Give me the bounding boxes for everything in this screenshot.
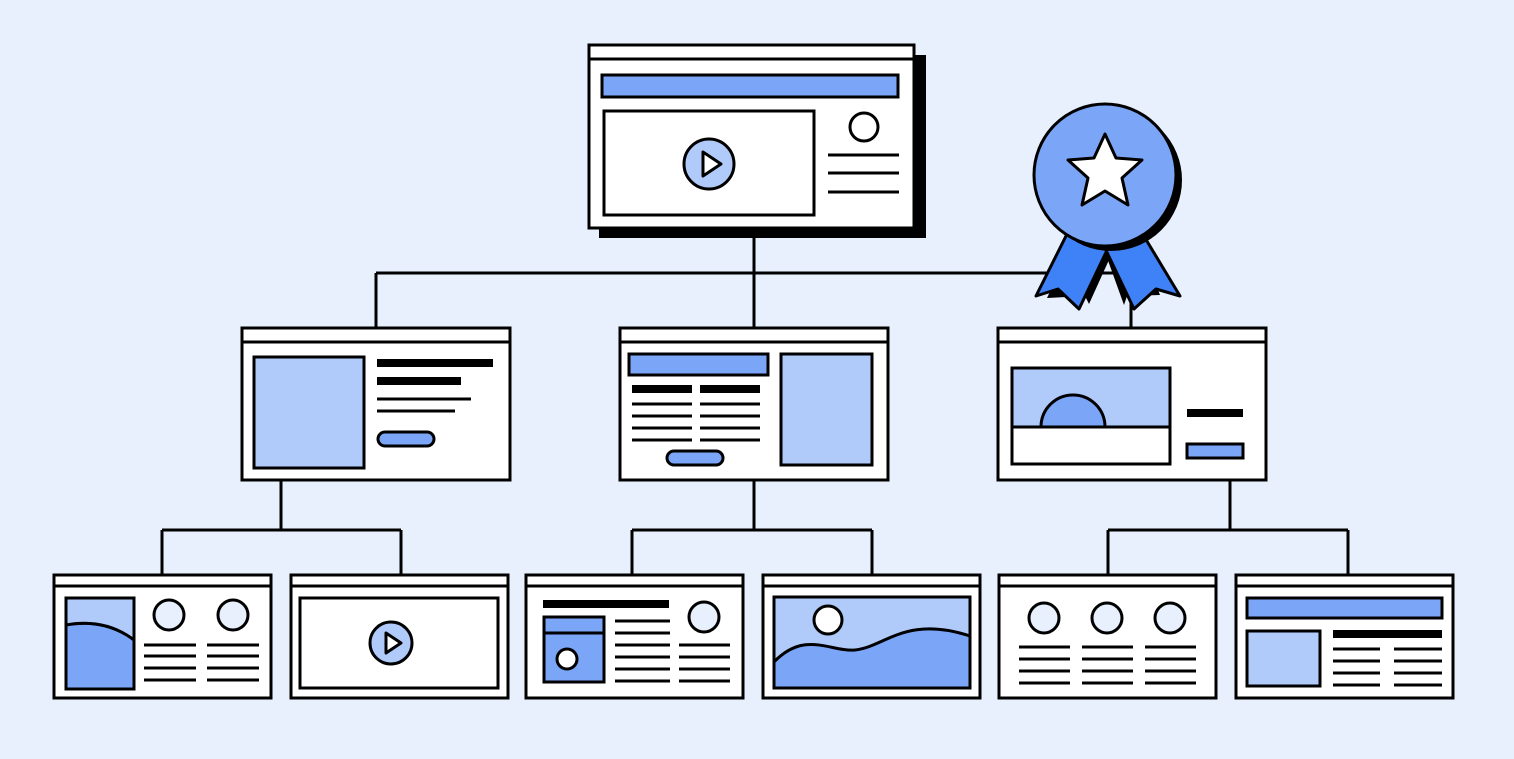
category-page-wireframe bbox=[618, 326, 890, 482]
subpage-wireframe bbox=[524, 573, 745, 700]
avatar-circle bbox=[1153, 601, 1187, 635]
banner-bar bbox=[627, 352, 770, 377]
home-page-wireframe bbox=[587, 43, 926, 238]
avatar-circle bbox=[687, 600, 721, 634]
subpage-wireframe bbox=[52, 573, 273, 700]
star-icon bbox=[1066, 132, 1144, 207]
play-icon bbox=[701, 150, 723, 178]
wave-shape bbox=[775, 628, 969, 687]
subpage-wireframe bbox=[997, 573, 1218, 700]
avatar-circle bbox=[216, 598, 250, 632]
subpage-wireframe bbox=[1234, 573, 1455, 700]
avatar-circle bbox=[848, 111, 880, 143]
hill-line bbox=[65, 621, 135, 642]
banner-bar bbox=[600, 73, 900, 99]
image-block bbox=[779, 352, 874, 467]
image-block bbox=[252, 355, 366, 470]
cta-block bbox=[1185, 442, 1245, 460]
image-block bbox=[1245, 629, 1322, 688]
cta-pill bbox=[376, 430, 436, 448]
sun-circle bbox=[812, 604, 844, 636]
heading-bar bbox=[632, 385, 692, 393]
cta-pill bbox=[665, 449, 725, 467]
heading-bar bbox=[377, 377, 461, 385]
heading-bar bbox=[1333, 630, 1442, 638]
banner-bar bbox=[1245, 596, 1444, 620]
image-card-dot bbox=[555, 647, 579, 671]
award-badge bbox=[1032, 102, 1182, 311]
heading-bar bbox=[1187, 409, 1243, 417]
connector-lines bbox=[160, 228, 1350, 575]
hill-shape bbox=[67, 623, 133, 688]
heading-bar bbox=[377, 359, 493, 367]
heading-bar bbox=[700, 385, 760, 393]
wave-line bbox=[772, 627, 971, 664]
sun-half-circle bbox=[1039, 393, 1107, 429]
category-page-wireframe bbox=[996, 326, 1268, 482]
avatar-circle bbox=[152, 598, 186, 632]
subpage-wireframe bbox=[761, 573, 982, 700]
avatar-circle bbox=[1027, 601, 1061, 635]
subpage-wireframe bbox=[289, 573, 510, 700]
heading-bar bbox=[543, 600, 669, 608]
window-frame bbox=[997, 573, 1218, 700]
image-card bbox=[542, 615, 606, 684]
avatar-circle bbox=[1090, 601, 1124, 635]
category-page-wireframe bbox=[240, 326, 512, 482]
play-icon bbox=[384, 631, 403, 655]
